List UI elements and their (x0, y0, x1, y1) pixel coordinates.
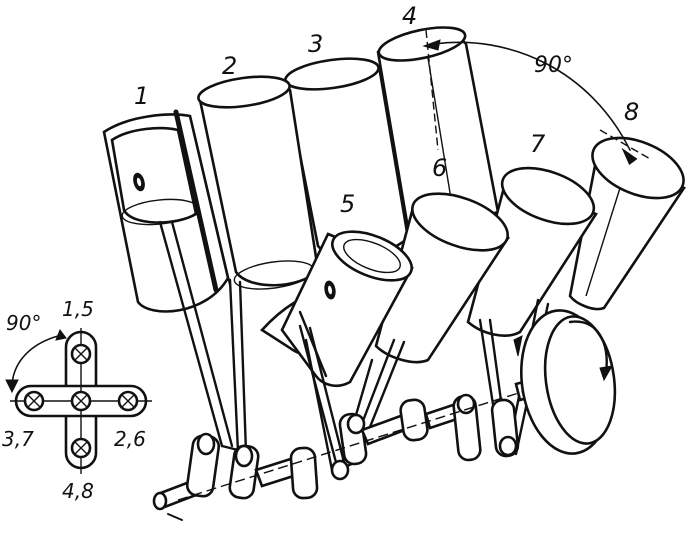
labels: 1 2 3 4 5 6 7 8 90° 90° 1,5 2,6 3,7 4,8 (2, 2, 639, 503)
throw-label-1-5: 1,5 (62, 297, 94, 321)
cylinder-1-label: 1 (134, 82, 149, 110)
cylinder-3-label: 3 (308, 30, 323, 58)
throw-label-3-7: 3,7 (2, 427, 34, 451)
right-bank (260, 136, 686, 388)
bank-angle-indicator (422, 29, 653, 165)
cylinder-1 (102, 109, 231, 313)
throw-label-2-6: 2,6 (114, 427, 146, 451)
flywheel (513, 309, 617, 455)
cylinder-6 (374, 192, 510, 364)
throw-label-4-8: 4,8 (62, 479, 94, 503)
left-bank (102, 26, 500, 313)
cylinder-8 (568, 136, 686, 311)
crank-throw-diagram (5, 328, 152, 474)
cylinder-8-label: 8 (624, 98, 639, 126)
bank-angle-label: 90° (534, 53, 573, 78)
cylinder-4-label: 4 (402, 2, 417, 30)
cylinder-6-label: 6 (432, 154, 447, 182)
crank-angle-label: 90° (6, 311, 41, 335)
crankshaft (152, 372, 561, 521)
cylinder-4 (376, 26, 500, 242)
cylinder-5-label: 5 (340, 190, 355, 218)
cylinder-7-label: 7 (530, 130, 546, 158)
cylinder-2-label: 2 (222, 52, 237, 80)
cylinder-2 (197, 75, 320, 290)
